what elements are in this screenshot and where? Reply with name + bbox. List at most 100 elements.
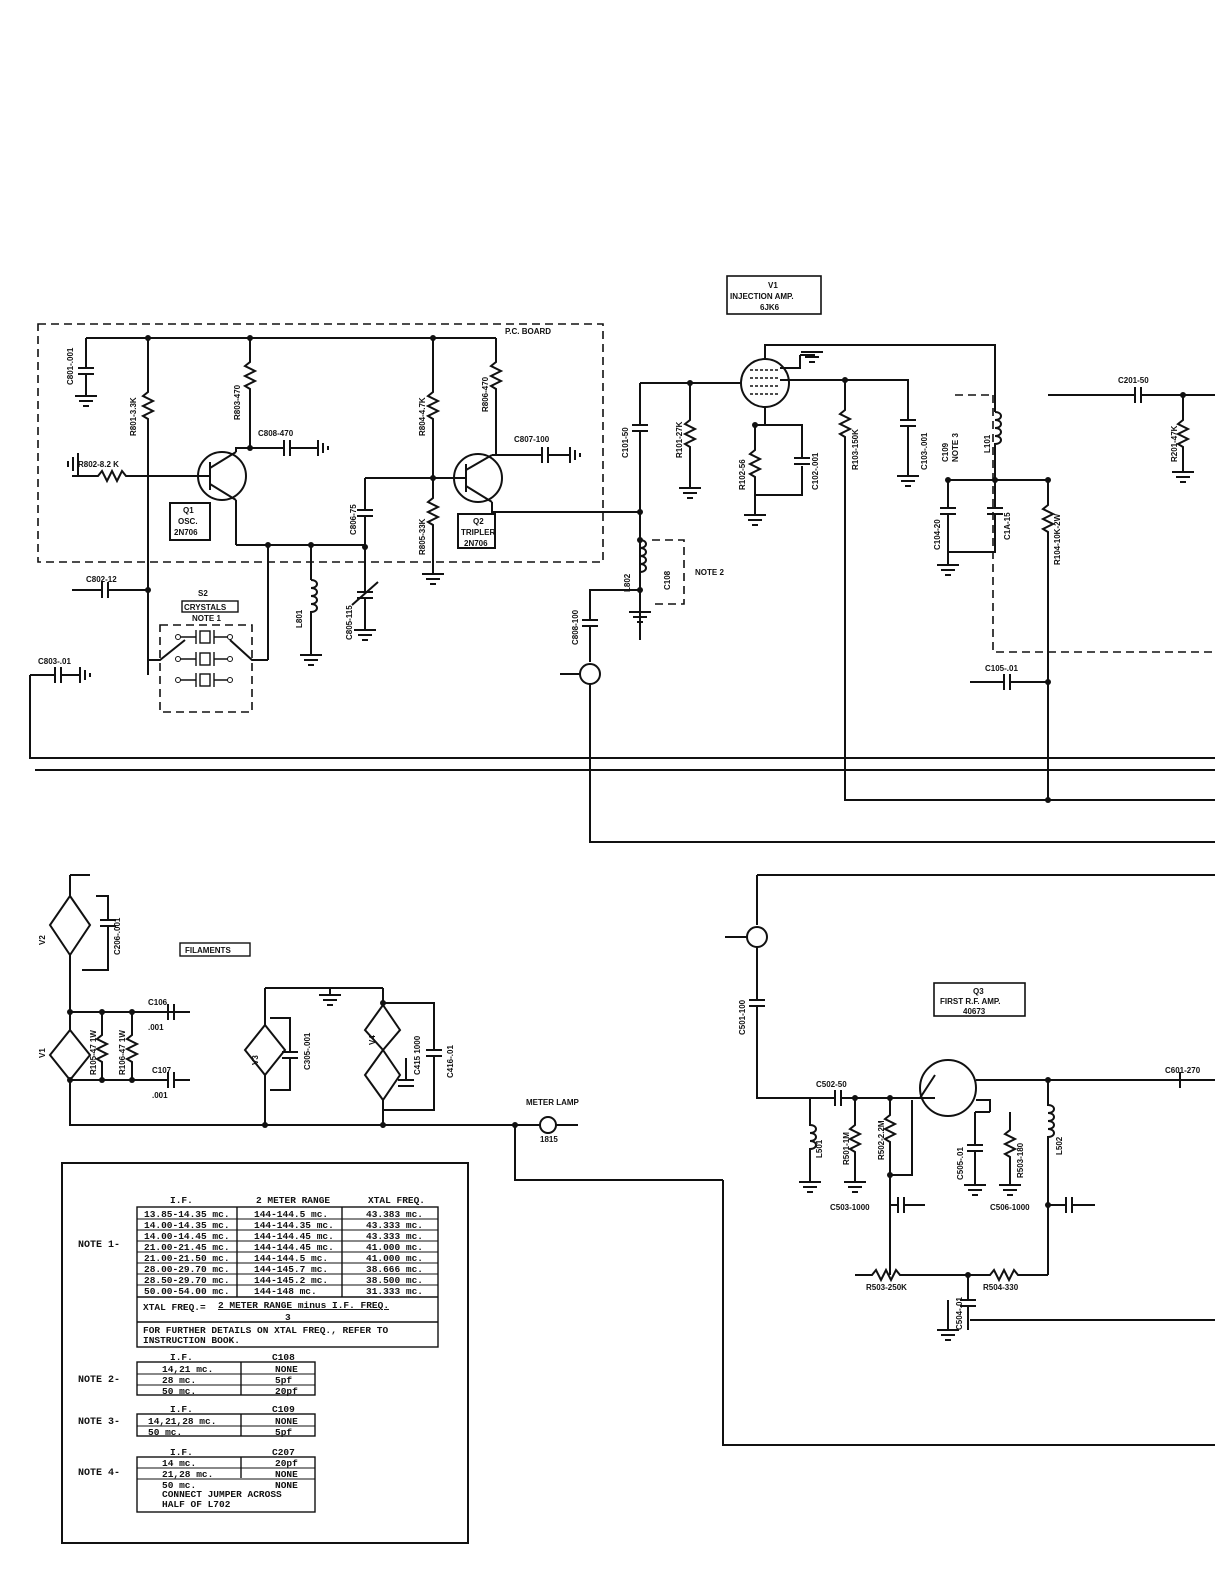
note1-cell: 43.383 mc. bbox=[366, 1209, 423, 1220]
note4-cell: 14 mc. bbox=[162, 1458, 196, 1469]
further-1: FOR FURTHER DETAILS ON XTAL FREQ., REFER… bbox=[143, 1325, 388, 1336]
note1-cell: 144-144.45 mc. bbox=[254, 1242, 334, 1253]
note2-head-cap: C108 bbox=[272, 1352, 295, 1363]
c808-label: C808-470 bbox=[258, 429, 294, 438]
v2-label: V2 bbox=[38, 935, 47, 945]
c501-capacitor bbox=[725, 936, 810, 1099]
v1-label-2: INJECTION AMP. bbox=[730, 292, 794, 301]
v1-tube bbox=[740, 358, 790, 408]
c305-label: C305-.001 bbox=[303, 1032, 312, 1070]
r502-resistor bbox=[882, 1098, 913, 1275]
c807-capacitor bbox=[532, 447, 581, 463]
r804-r805-resistors bbox=[425, 338, 441, 574]
note1-head-range: 2 METER RANGE bbox=[256, 1195, 330, 1206]
q2-wires bbox=[491, 454, 640, 513]
note2-cell: NONE bbox=[275, 1364, 298, 1375]
note4-head-cap: C207 bbox=[272, 1447, 295, 1458]
further-2: INSTRUCTION BOOK. bbox=[143, 1335, 240, 1346]
note3-head-cap: C109 bbox=[272, 1404, 295, 1415]
c103-label: C103-.001 bbox=[920, 432, 929, 470]
r102-resistor bbox=[747, 424, 803, 496]
c104-label: C104-20 bbox=[933, 519, 942, 550]
note2-ref: NOTE 2 bbox=[695, 568, 724, 577]
r806-label: R806-470 bbox=[481, 376, 490, 412]
c503-c506 bbox=[890, 1197, 1095, 1213]
q3-label-2: FIRST R.F. AMP. bbox=[940, 997, 1000, 1006]
c802-capacitor bbox=[72, 582, 148, 598]
c801-label: C801-.001 bbox=[66, 347, 75, 385]
q1-label-1: Q1 bbox=[183, 506, 194, 515]
q2-leads bbox=[365, 454, 493, 503]
c808b-label: C808-100 bbox=[571, 609, 580, 645]
c803-capacitor bbox=[30, 667, 91, 683]
v1-wires bbox=[764, 344, 996, 425]
c807-label: C807-100 bbox=[514, 435, 550, 444]
r104-label: R104-10K-2W bbox=[1053, 513, 1062, 565]
note1-cell: 38.500 mc. bbox=[366, 1275, 423, 1286]
note3-label: NOTE 3- bbox=[78, 1417, 120, 1428]
l801-coil bbox=[310, 579, 318, 655]
c806-capacitor bbox=[357, 478, 373, 547]
q3-rail bbox=[756, 874, 1215, 925]
c505-label: C505-.01 bbox=[956, 1147, 965, 1180]
r105-label: R105-47 1W bbox=[89, 1030, 98, 1075]
note1-head-if: I.F. bbox=[170, 1195, 193, 1206]
crystals-box bbox=[159, 624, 253, 713]
junction-dots bbox=[67, 335, 1186, 1278]
l501-coil bbox=[809, 1098, 817, 1182]
c103-capacitor bbox=[900, 419, 916, 476]
r501-label: R501-1M bbox=[842, 1132, 851, 1165]
note1-cell: 144-144.35 mc. bbox=[254, 1220, 334, 1231]
q2-label-3: 2N706 bbox=[464, 539, 488, 548]
q1-wires bbox=[235, 447, 250, 545]
r103-label: R103-150K bbox=[851, 429, 860, 470]
note1-table: 13.85-14.35 mc.144-144.5 mc.43.383 mc.14… bbox=[137, 1209, 438, 1297]
note2-cell: 14,21 mc. bbox=[162, 1364, 213, 1375]
r501-resistor bbox=[847, 1098, 863, 1182]
crystal-array bbox=[180, 630, 228, 687]
c808-capacitor bbox=[268, 440, 329, 456]
note1-head-xtal: XTAL FREQ. bbox=[368, 1195, 425, 1206]
note3-cell: 14,21,28 mc. bbox=[148, 1416, 216, 1427]
lower-rail-1 bbox=[29, 675, 1215, 759]
note1-cell: 31.333 mc. bbox=[366, 1286, 423, 1297]
c107-value: .001 bbox=[152, 1091, 168, 1100]
note4-cell: 50 mc. bbox=[162, 1480, 196, 1491]
r106-label: R106-47 1W bbox=[118, 1030, 127, 1075]
r802-resistor bbox=[72, 468, 200, 484]
v3-filament bbox=[243, 987, 383, 1125]
formula-a: XTAL FREQ.= bbox=[143, 1302, 206, 1313]
note1-cell: 43.333 mc. bbox=[366, 1220, 423, 1231]
note1-cell: 21.00-21.50 mc. bbox=[144, 1253, 230, 1264]
c107-label: C107 bbox=[152, 1066, 172, 1075]
note4-extra-1: CONNECT JUMPER ACROSS bbox=[162, 1489, 282, 1500]
note4-extra-2: HALF OF L702 bbox=[162, 1499, 231, 1510]
v4-label: V4 bbox=[368, 1035, 377, 1045]
formula-b: 2 METER RANGE minus I.F. FREQ. bbox=[218, 1300, 389, 1311]
l101-coil bbox=[994, 411, 1002, 480]
q1-box bbox=[169, 502, 211, 541]
note1-cell: 13.85-14.35 mc. bbox=[144, 1209, 230, 1220]
note4-head-if: I.F. bbox=[170, 1447, 193, 1458]
c108-box bbox=[652, 539, 685, 605]
c201-label: C201-50 bbox=[1118, 376, 1149, 385]
v1f-label: V1 bbox=[38, 1048, 47, 1058]
q2-box bbox=[457, 513, 496, 549]
note1-cell: 144-145.7 mc. bbox=[254, 1264, 328, 1275]
r803-label: R803-470 bbox=[233, 384, 242, 420]
c206-label: C206-.001 bbox=[113, 917, 122, 955]
r503b-label: R503-250K bbox=[866, 1283, 907, 1292]
r103-resistor bbox=[837, 380, 1215, 801]
c1a-label: C1A-15 bbox=[1003, 512, 1012, 540]
note1-cell: 144-148 mc. bbox=[254, 1286, 317, 1297]
s2-label: S2 bbox=[198, 589, 208, 598]
q1-leads bbox=[200, 451, 237, 501]
v1-label-1: V1 bbox=[768, 281, 778, 290]
r102-label: R102-56 bbox=[738, 459, 747, 490]
l502-coil bbox=[1047, 1080, 1055, 1275]
pc-board-outline bbox=[37, 323, 604, 563]
l501-label: L501 bbox=[815, 1139, 824, 1158]
